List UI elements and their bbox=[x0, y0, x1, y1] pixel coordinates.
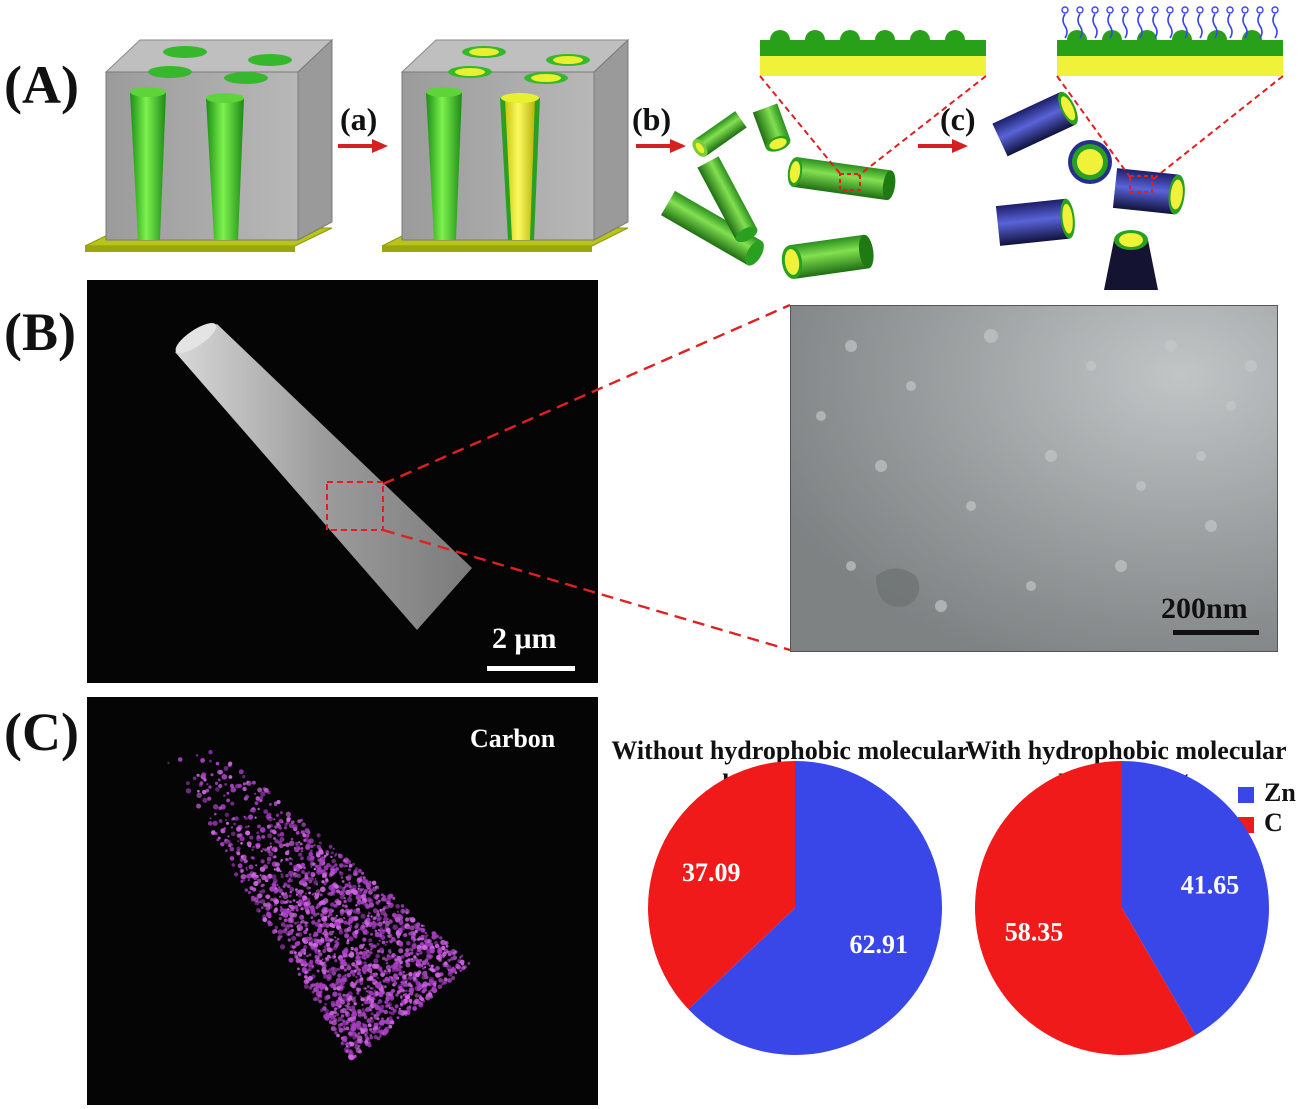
surface-inset-functionalized bbox=[1056, 6, 1284, 181]
scalebar-high-mag bbox=[1173, 630, 1259, 635]
pie-1-slice-c bbox=[974, 761, 1196, 1056]
scalebar-label-high-mag: 200nm bbox=[1161, 592, 1248, 625]
sem-image-low-mag: 2 μm bbox=[87, 280, 598, 683]
arrow-step-b bbox=[636, 139, 686, 153]
arrow-step-a bbox=[338, 139, 388, 153]
green-tubes-group bbox=[661, 103, 896, 279]
pie-title-left-line-2: layer—At% bbox=[722, 769, 858, 798]
template-block-1 bbox=[84, 38, 334, 252]
pie-title-left-line-1: Without hydrophobic molecular bbox=[611, 736, 969, 765]
template-block-2 bbox=[381, 38, 630, 252]
step-label-b: (b) bbox=[632, 101, 672, 137]
legend-label-zn: Zn bbox=[1264, 778, 1296, 807]
legend-swatch-c bbox=[1238, 817, 1254, 834]
legend-item-zn: Zn bbox=[1238, 780, 1296, 806]
legend-item-c: C bbox=[1238, 810, 1283, 836]
panel-a-schematic bbox=[84, 6, 1284, 290]
panel-label-a: (A) bbox=[4, 55, 79, 115]
panel-label-b: (B) bbox=[4, 302, 76, 362]
blue-tubes-group bbox=[992, 91, 1185, 290]
legend-swatch-zn bbox=[1238, 787, 1254, 804]
pie-title-right-line-1: With hydrophobic molecular bbox=[965, 736, 1287, 765]
legend-label-c: C bbox=[1264, 808, 1283, 837]
scalebar-low-mag bbox=[487, 666, 575, 671]
panel-label-c: (C) bbox=[4, 702, 79, 762]
nanotube-sem bbox=[175, 324, 472, 630]
pie-1-value-label-zn: 41.65 bbox=[1181, 870, 1240, 899]
pie-0-slice-zn bbox=[688, 760, 942, 1055]
scalebar-label-low-mag: 2 μm bbox=[492, 622, 557, 655]
carbon-signal-dots bbox=[167, 750, 471, 1061]
eds-carbon-map: Carbon bbox=[87, 697, 598, 1105]
pie-1-value-label-c: 58.35 bbox=[1005, 918, 1064, 947]
pie-0-value-label-c: 37.09 bbox=[682, 858, 741, 887]
surface-inset-green bbox=[759, 30, 987, 177]
eds-element-label: Carbon bbox=[470, 724, 556, 753]
arrow-step-c bbox=[918, 139, 968, 153]
zoom-box-low-mag bbox=[326, 481, 384, 531]
sem-image-high-mag: 200nm bbox=[790, 305, 1278, 652]
step-label-a: (a) bbox=[340, 101, 378, 137]
pie-title-left: Without hydrophobic molecular layer—At% bbox=[610, 734, 970, 800]
pie-0-value-label-zn: 62.91 bbox=[849, 930, 908, 959]
